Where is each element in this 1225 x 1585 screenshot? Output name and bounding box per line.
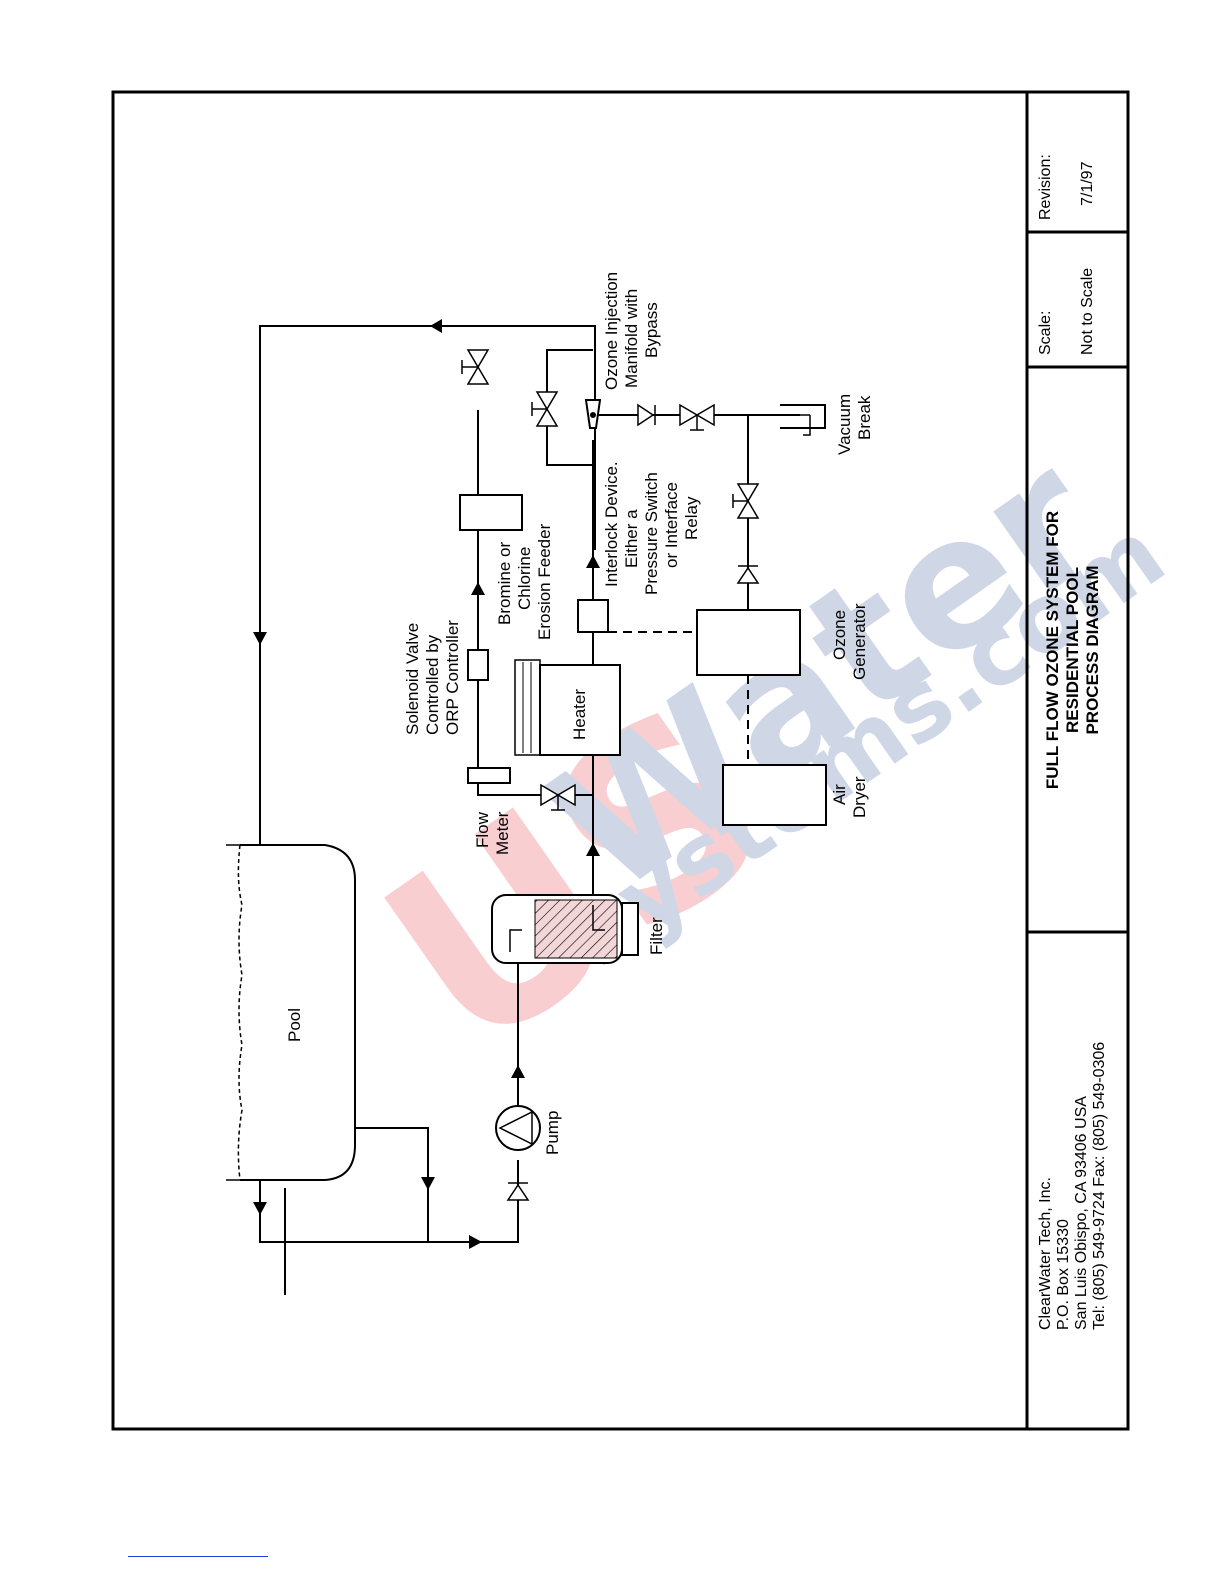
pool: Pool: [226, 844, 356, 1181]
title-line-2: RESIDENTIAL POOL: [1063, 567, 1082, 733]
flow-meter-label-2: Meter: [493, 811, 512, 855]
erosion-feeder: Bromine or Chlorine Erosion Feeder: [459, 494, 554, 640]
interlock-label-1: Interlock Device.: [602, 461, 621, 587]
interlock-label-5: Relay: [682, 496, 701, 540]
company-line-4: Tel: (805) 549-9724 Fax: (805) 549-0306: [1091, 1042, 1108, 1330]
feeder-label-3: Erosion Feeder: [535, 523, 554, 640]
control-lines: [608, 631, 749, 765]
title-line-1: FULL FLOW OZONE SYSTEM FOR: [1043, 511, 1062, 789]
drawing-title: FULL FLOW OZONE SYSTEM FOR RESIDENTIAL P…: [1043, 511, 1102, 789]
footer-link-underline: [128, 1556, 268, 1557]
company-line-2: P.O. Box 15330: [1055, 1219, 1072, 1330]
air-dryer-label-1: Air: [830, 784, 849, 805]
scale-label: Scale:: [1037, 311, 1054, 355]
flow-meter: Flow Meter: [467, 767, 512, 855]
injection-label-2: Manifold with: [622, 289, 641, 388]
check-valve-gas: [637, 403, 656, 427]
valve-return: [461, 349, 490, 385]
arrow-return-down: [253, 632, 267, 645]
revision-label: Revision:: [1037, 154, 1054, 220]
arrow-return-top: [430, 319, 442, 333]
scale-cell: Scale: Not to Scale: [1037, 268, 1096, 355]
feeder-label-2: Chlorine: [515, 547, 534, 610]
arrow-bypass: [471, 582, 485, 595]
ozone-generator: Ozone Generator: [696, 603, 869, 680]
heater: Heater: [514, 659, 621, 756]
solenoid-label-3: ORP Controller: [443, 620, 462, 735]
solenoid-label-1: Solenoid Valve: [403, 623, 422, 735]
filter: Filter: [491, 894, 666, 964]
company-line-1: ClearWater Tech, Inc.: [1037, 1177, 1054, 1330]
air-dryer-label-2: Dryer: [850, 776, 869, 818]
arrow-skimmer: [421, 1177, 435, 1190]
interlock-label-2: Either a: [622, 509, 641, 568]
drawing-frame: [111, 90, 1130, 1431]
scale-value: Not to Scale: [1079, 268, 1096, 355]
valves: [461, 349, 760, 1201]
feeder-label-1: Bromine or: [495, 542, 514, 625]
pool-label: Pool: [285, 1008, 304, 1042]
vacuum-break: Vacuum Break: [780, 394, 874, 455]
injection-manifold: Ozone Injection Manifold with Bypass: [584, 272, 661, 429]
arrow-pool-drain: [253, 1202, 267, 1215]
interlock-label-3: Pressure Switch: [642, 472, 661, 595]
ozone-generator-label-1: Ozone: [830, 610, 849, 660]
interlock-device: Interlock Device. Either a Pressure Swit…: [577, 461, 701, 633]
flow-meter-label-1: Flow: [473, 811, 492, 848]
arrow-filter-out: [586, 843, 600, 856]
revision-cell: Revision: 7/1/97: [1037, 154, 1096, 220]
company-info: ClearWater Tech, Inc. P.O. Box 15330 San…: [1037, 1042, 1108, 1330]
arrow-suction: [469, 1235, 482, 1249]
vacuum-label-1: Vacuum: [835, 394, 854, 455]
pump: Pump: [495, 1105, 562, 1155]
ozone-generator-label-2: Generator: [850, 603, 869, 680]
arrow-pump-out: [511, 1065, 525, 1078]
valve-manifold-bypass: [531, 391, 559, 427]
check-valve-pump: [506, 1182, 530, 1201]
company-line-3: San Luis Obispo, CA 93406 USA: [1073, 1096, 1090, 1330]
solenoid-valve: Solenoid Valve Controlled by ORP Control…: [403, 620, 489, 735]
injection-label-3: Bypass: [642, 302, 661, 358]
valve-gas-2: [732, 483, 760, 519]
valve-gas-1: [679, 403, 715, 431]
revision-value: 7/1/97: [1079, 161, 1096, 206]
interlock-label-4: or Interface: [662, 482, 681, 568]
title-block: ClearWater Tech, Inc. P.O. Box 15330 San…: [1037, 154, 1108, 1330]
filter-label: Filter: [647, 917, 666, 955]
solenoid-label-2: Controlled by: [423, 634, 442, 735]
valve-bypass-meter: [540, 783, 576, 811]
air-dryer: Air Dryer: [722, 764, 869, 826]
title-line-3: PROCESS DIAGRAM: [1083, 565, 1102, 734]
injection-label-1: Ozone Injection: [602, 272, 621, 390]
heater-label: Heater: [570, 689, 589, 740]
check-valve-generator: [736, 565, 760, 584]
flow-arrows: [253, 319, 600, 1249]
vacuum-label-2: Break: [855, 395, 874, 440]
arrow-interlock: [586, 555, 600, 568]
pump-label: Pump: [543, 1111, 562, 1155]
